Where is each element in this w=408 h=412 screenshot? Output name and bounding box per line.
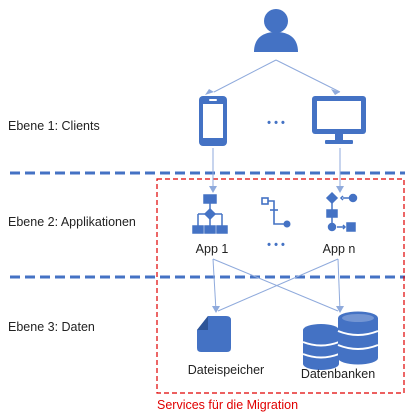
layer-label-clients: Ebene 1: Clients bbox=[8, 119, 100, 133]
arrowhead-phone bbox=[205, 89, 214, 95]
arrowhead-monitor bbox=[331, 89, 340, 95]
app-n-label: App n bbox=[323, 242, 356, 256]
apps-ellipsis: • • • bbox=[267, 239, 285, 251]
file-storage-label: Dateispeicher bbox=[188, 363, 264, 377]
databases-label: Datenbanken bbox=[301, 367, 375, 381]
arrowhead-appn bbox=[336, 186, 344, 193]
migration-services-label: Services für die Migration bbox=[157, 398, 298, 412]
layer-label-data: Ebene 3: Daten bbox=[8, 320, 95, 334]
appn-to-databases-line bbox=[337, 258, 341, 312]
smartphone-icon bbox=[199, 96, 227, 146]
arrowhead-app1 bbox=[209, 186, 217, 193]
app-n-icon bbox=[325, 191, 358, 232]
app-1-label: App 1 bbox=[196, 242, 229, 256]
user-to-monitor-line bbox=[275, 59, 341, 93]
appn-to-filestore-line bbox=[217, 258, 339, 312]
connector-lines bbox=[212, 59, 341, 312]
layer-label-applications: Ebene 2: Applikationen bbox=[8, 215, 136, 229]
monitor-icon bbox=[312, 96, 366, 144]
app1-to-databases-line bbox=[212, 258, 339, 312]
app-1-icon bbox=[192, 194, 228, 234]
arrowhead-filestore bbox=[212, 306, 220, 313]
clients-ellipsis: • • • bbox=[267, 117, 285, 129]
file-storage-icon bbox=[197, 316, 231, 352]
arrowhead-databases bbox=[336, 306, 344, 313]
migration-services-box bbox=[156, 178, 405, 394]
user-to-phone-line bbox=[213, 59, 277, 93]
databases-icon bbox=[302, 311, 379, 370]
app-connector-icon bbox=[261, 197, 291, 228]
app1-to-filestore-line bbox=[212, 258, 217, 312]
user-icon bbox=[254, 9, 298, 52]
connector-arrowheads bbox=[205, 89, 344, 313]
